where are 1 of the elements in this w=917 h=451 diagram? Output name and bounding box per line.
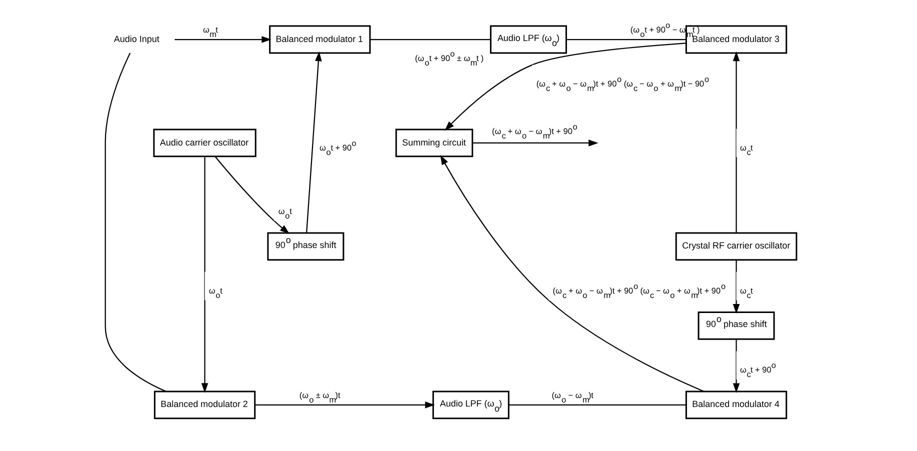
node-text: Audio Input (114, 34, 160, 44)
